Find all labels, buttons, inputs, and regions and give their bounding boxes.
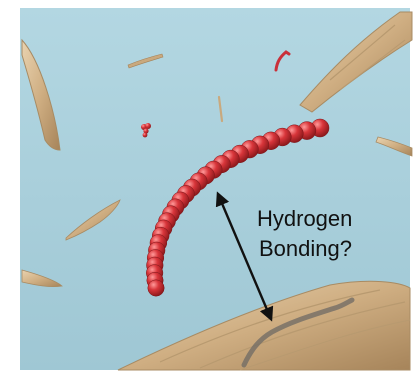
annotation-line-2: Bonding? [259, 236, 352, 261]
bead [148, 280, 164, 296]
annotation-line-1: Hydrogen [257, 206, 352, 231]
